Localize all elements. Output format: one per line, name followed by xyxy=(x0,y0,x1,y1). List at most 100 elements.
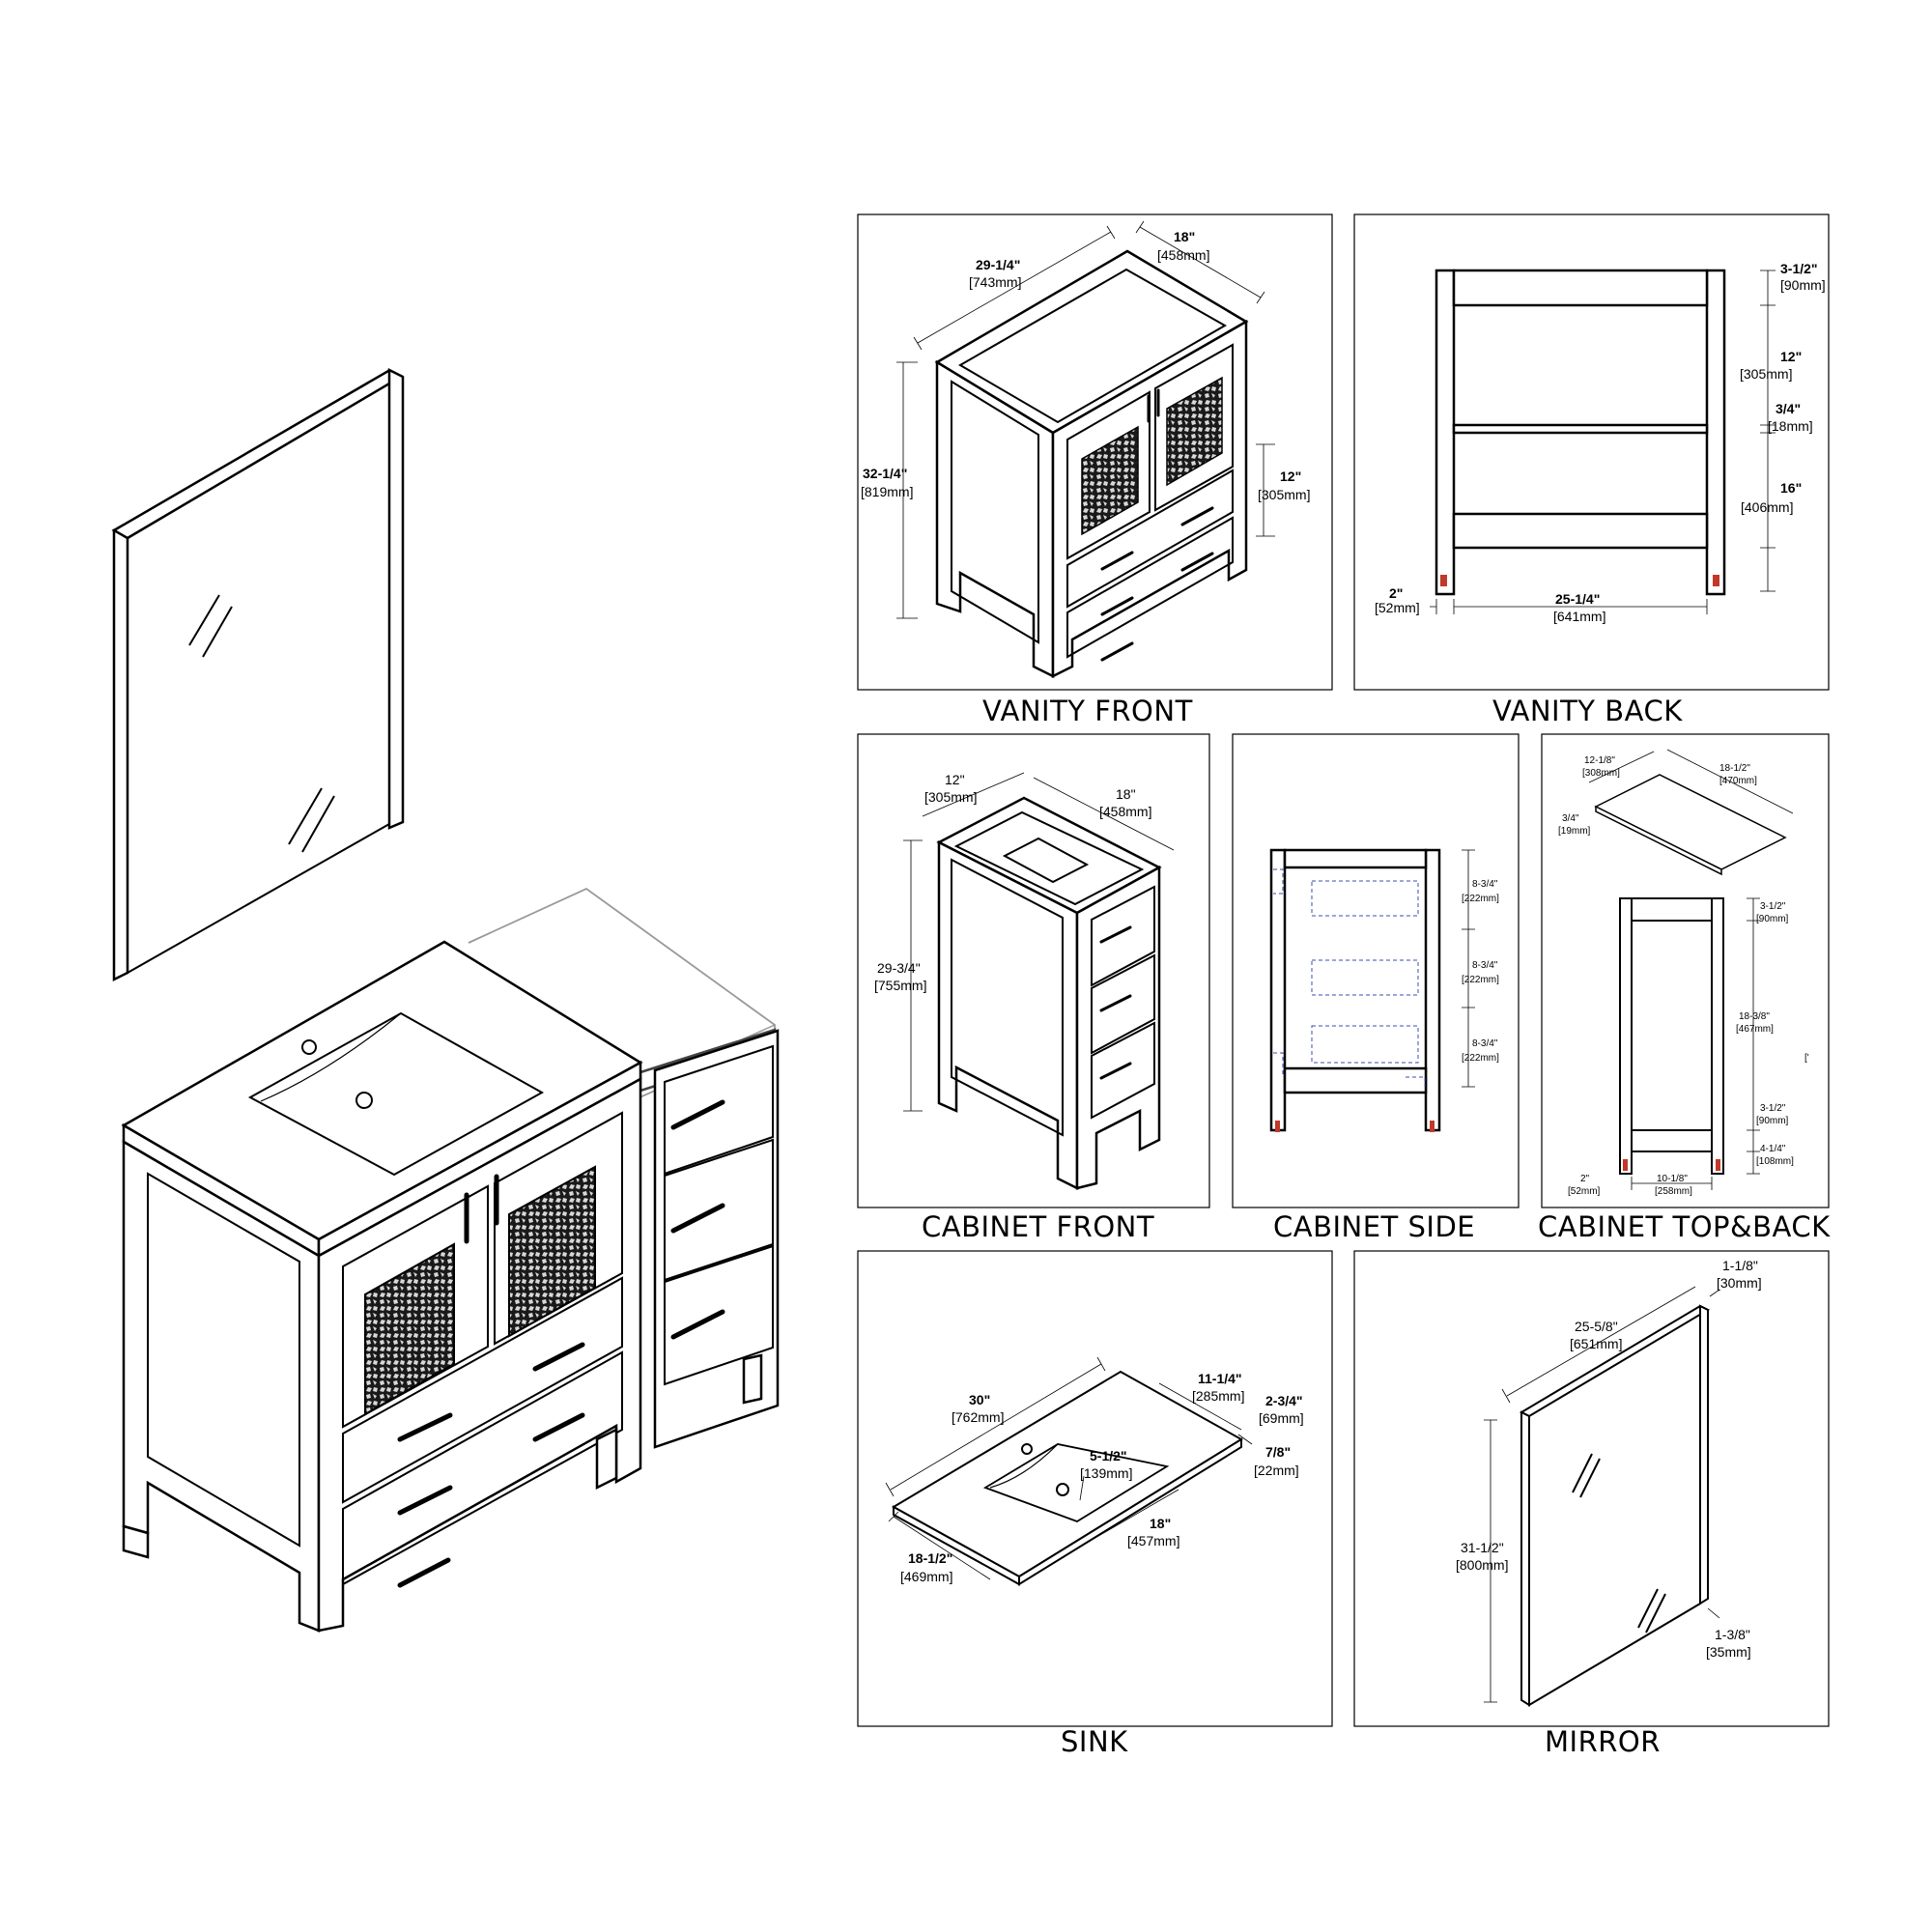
ctb-width-mm: [258mm] xyxy=(1655,1186,1692,1197)
cf-depth-in: 18" xyxy=(1116,786,1136,802)
ctb-b4-mm: [108mm] xyxy=(1756,1156,1794,1167)
vf-height-in: 32-1/4" xyxy=(863,466,907,481)
vanity-front-label: VANITY FRONT xyxy=(982,695,1193,727)
vb-lower-in: 16" xyxy=(1780,480,1802,496)
ctb-b1-mm: [90mm] xyxy=(1756,914,1789,924)
vb-shelf-in: 3/4" xyxy=(1776,401,1801,416)
vanity-front-drawing xyxy=(896,220,1275,679)
cabinet-front-dims: 12" [305mm] 18" [458mm] 29-3/4" [755mm] xyxy=(874,772,1151,993)
cs-d3-mm: [222mm] xyxy=(1462,1053,1499,1064)
vb-width-in: 25-1/4" xyxy=(1555,591,1600,607)
ctb-stray-mark: [' xyxy=(1804,1053,1809,1064)
mirror-width-mm: [651mm] xyxy=(1570,1336,1622,1351)
sink-back-mm: [285mm] xyxy=(1192,1388,1244,1404)
sink-drawing xyxy=(885,1356,1253,1586)
cf-height-in: 29-3/4" xyxy=(877,960,921,976)
sink-width-in: 30" xyxy=(969,1392,990,1407)
cf-width-mm: [305mm] xyxy=(924,789,977,805)
vb-lower-mm: [406mm] xyxy=(1741,499,1793,515)
cf-depth-mm: [458mm] xyxy=(1099,804,1151,819)
cabinet-front-label: CABINET FRONT xyxy=(922,1210,1154,1243)
vanity-front-frame xyxy=(857,213,1333,691)
vf-width-in: 29-1/4" xyxy=(976,257,1020,272)
cabinet-side-drawing xyxy=(1269,848,1475,1132)
ctb-b3-mm: [90mm] xyxy=(1756,1116,1789,1126)
sink-bowlw-in: 18" xyxy=(1150,1516,1171,1531)
cs-d3-in: 8-3/4" xyxy=(1472,1038,1498,1049)
vb-leg-in: 2" xyxy=(1389,585,1403,601)
ctb-b2-in: 18-3/8" xyxy=(1739,1011,1770,1022)
sink-edge-in: 2-3/4" xyxy=(1265,1393,1303,1408)
sink-thick-mm: [22mm] xyxy=(1254,1463,1299,1478)
vb-gap-mm: [305mm] xyxy=(1740,366,1792,382)
sink-depth-in: 18-1/2" xyxy=(908,1550,952,1566)
ctb-b1-in: 3-1/2" xyxy=(1760,901,1786,912)
vf-depth-mm: [458mm] xyxy=(1157,247,1209,263)
vanity-back-drawing xyxy=(1430,269,1776,614)
vanity-front-dims: 29-1/4" [743mm] 18" [458mm] 32-1/4" [819… xyxy=(861,229,1310,502)
ctb-b4-in: 4-1/4" xyxy=(1760,1144,1786,1154)
vf-drawer-in: 12" xyxy=(1280,469,1301,484)
cabinet-front-frame xyxy=(857,733,1210,1208)
vf-height-mm: [819mm] xyxy=(861,484,913,499)
sink-bowlw-mm: [457mm] xyxy=(1127,1533,1179,1548)
cabinet-front-drawing xyxy=(903,772,1175,1191)
sink-bowldepth-mm: [139mm] xyxy=(1080,1465,1132,1481)
cs-d1-mm: [222mm] xyxy=(1462,894,1499,904)
sink-thick-in: 7/8" xyxy=(1265,1444,1291,1460)
mirror-drawing xyxy=(1484,1286,1720,1707)
mirror-depth-mm: [30mm] xyxy=(1717,1275,1762,1291)
vb-top-in: 3-1/2" xyxy=(1780,261,1818,276)
vb-top-mm: [90mm] xyxy=(1780,277,1826,293)
mirror-height-mm: [800mm] xyxy=(1456,1557,1508,1573)
ctb-topd-in: 18-1/2" xyxy=(1719,763,1750,774)
ctb-leg-mm: [52mm] xyxy=(1568,1186,1601,1197)
vf-drawer-mm: [305mm] xyxy=(1258,487,1310,502)
sink-edge-mm: [69mm] xyxy=(1259,1410,1304,1426)
main-assembly-illustration xyxy=(111,367,780,1633)
cs-d2-mm: [222mm] xyxy=(1462,975,1499,985)
vanity-back-dims: 3-1/2" [90mm] 12" [305mm] 3/4" [18mm] 16… xyxy=(1375,261,1826,624)
vb-gap-in: 12" xyxy=(1780,349,1802,364)
sink-frame xyxy=(857,1250,1333,1727)
sink-width-mm: [762mm] xyxy=(952,1409,1004,1425)
cabinet-topback-drawing xyxy=(1588,749,1794,1190)
mirror-depth-in: 1-1/8" xyxy=(1722,1258,1758,1273)
cabinet-topback-frame xyxy=(1541,733,1830,1208)
sink-label: SINK xyxy=(1061,1725,1128,1758)
side-cabinet xyxy=(468,887,780,1449)
ctb-topw-mm: [308mm] xyxy=(1582,768,1620,779)
ctb-topt-in: 3/4" xyxy=(1562,813,1579,824)
vf-depth-in: 18" xyxy=(1174,229,1195,244)
mirror-width-in: 25-5/8" xyxy=(1575,1319,1618,1334)
ctb-leg-in: 2" xyxy=(1580,1174,1590,1184)
vf-width-mm: [743mm] xyxy=(969,274,1021,290)
mirror-dims: 1-1/8" [30mm] 25-5/8" [651mm] 31-1/2" [8… xyxy=(1456,1258,1762,1660)
ctb-topt-mm: [19mm] xyxy=(1558,826,1591,837)
cs-d1-in: 8-3/4" xyxy=(1472,879,1498,890)
sink-bowldepth-in: 5-1/2" xyxy=(1090,1448,1127,1463)
cabinet-side-label: CABINET SIDE xyxy=(1273,1210,1475,1243)
vanity-back-label: VANITY BACK xyxy=(1492,695,1683,727)
ctb-topw-in: 12-1/8" xyxy=(1584,755,1615,766)
vb-leg-mm: [52mm] xyxy=(1375,600,1420,615)
cabinet-side-dims: 8-3/4" [222mm] 8-3/4" [222mm] 8-3/4" [22… xyxy=(1462,879,1499,1064)
mirror-height-in: 31-1/2" xyxy=(1461,1540,1504,1555)
cf-height-mm: [755mm] xyxy=(874,978,926,993)
cabinet-topback-label: CABINET TOP&BACK xyxy=(1538,1210,1831,1243)
cf-width-in: 12" xyxy=(945,772,965,787)
sink-depth-mm: [469mm] xyxy=(900,1569,952,1584)
ctb-b3-in: 3-1/2" xyxy=(1760,1103,1786,1114)
mirror-frame-mm: [35mm] xyxy=(1706,1644,1751,1660)
mirror-label: MIRROR xyxy=(1545,1725,1661,1758)
ctb-b2-mm: [467mm] xyxy=(1736,1024,1774,1035)
mirror-frame xyxy=(1353,1250,1830,1727)
sink-back-in: 11-1/4" xyxy=(1198,1371,1242,1386)
cabinet-topback-dims: 12-1/8" [308mm] 18-1/2" [470mm] 3/4" [19… xyxy=(1558,755,1809,1197)
main-vanity xyxy=(121,940,643,1633)
cabinet-side-frame xyxy=(1232,733,1520,1208)
sink-dims: 30" [762mm] 11-1/4" [285mm] 2-3/4" [69mm… xyxy=(900,1371,1304,1584)
cs-d2-in: 8-3/4" xyxy=(1472,960,1498,971)
ctb-width-in: 10-1/8" xyxy=(1657,1174,1688,1184)
